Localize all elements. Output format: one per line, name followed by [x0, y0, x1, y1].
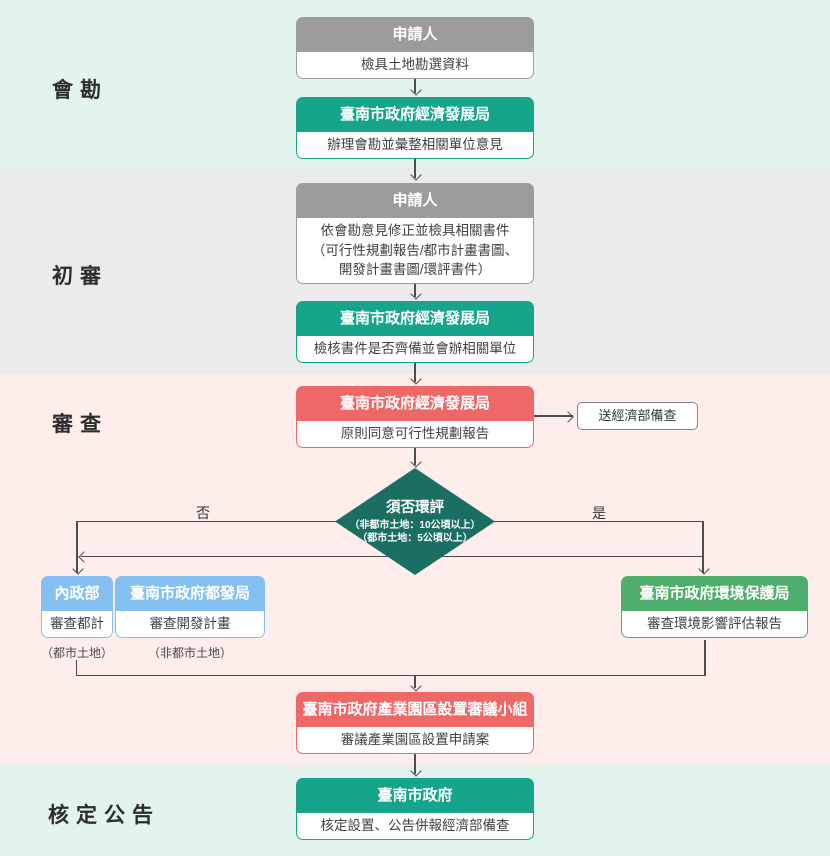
box-body: 辦理會勘並彙整相關單位意見	[296, 132, 534, 159]
flow-box-urban-dev: 臺南市政府都發局 審查開發計畫	[115, 576, 265, 638]
box-body: 原則同意可行性規劃報告	[296, 421, 534, 448]
box-header: 臺南市政府經濟發展局	[296, 301, 534, 336]
section-label-survey: 會勘	[52, 79, 108, 102]
connector-line	[75, 660, 77, 676]
box-body: 審查環境影響評估報告	[621, 611, 808, 638]
connector-line	[414, 79, 416, 93]
decision-title: 須否環評	[386, 499, 444, 516]
flow-box-econ-dev-survey: 臺南市政府經濟發展局 辦理會勘並彙整相關單位意見	[296, 97, 534, 159]
box-body: 依會勘意見修正並檢具相關書件 （可行性規劃報告/都市計畫書圖、 開發計畫書圖/環…	[296, 218, 534, 284]
connector-line	[414, 676, 416, 688]
box-header: 申請人	[296, 183, 534, 218]
section-label-approval: 核定公告	[48, 804, 160, 827]
box-body: 審查開發計畫	[115, 611, 265, 638]
connector-line	[702, 520, 704, 573]
caption-non-urban-land: （非都市土地）	[147, 646, 232, 660]
connector-line	[414, 159, 416, 178]
flow-box-city-gov: 臺南市政府 核定設置、公告併報經濟部備查	[296, 778, 534, 840]
connector-line	[75, 674, 706, 676]
box-body-line: 開發計畫書圖/環評書件）	[338, 262, 492, 277]
flow-box-applicant-preliminary: 申請人 依會勘意見修正並檢具相關書件 （可行性規劃報告/都市計畫書圖、 開發計畫…	[296, 183, 534, 284]
flow-box-applicant-survey: 申請人 檢具土地勘選資料	[296, 17, 534, 79]
flow-box-moi: 內政部 審查都計	[41, 576, 113, 638]
box-body: 審議產業園區設置申請案	[296, 727, 534, 754]
connector-line-yes-branch	[493, 520, 703, 522]
connector-line	[76, 520, 78, 573]
note-box-moea-filing: 送經濟部備查	[577, 402, 698, 430]
connector-line	[414, 363, 416, 382]
box-header: 申請人	[296, 17, 534, 52]
connector-line	[414, 448, 416, 465]
box-header: 臺南市政府環境保護局	[621, 576, 808, 611]
box-header: 臺南市政府	[296, 778, 534, 813]
section-label-preliminary: 初審	[52, 265, 108, 288]
connector-line-no-branch	[77, 520, 337, 522]
flow-box-econ-dev-review: 臺南市政府經濟發展局 原則同意可行性規劃報告	[296, 386, 534, 448]
flow-box-econ-dev-preliminary: 臺南市政府經濟發展局 檢核書件是否齊備並會辦相關單位	[296, 301, 534, 363]
box-body: 審查都計	[41, 611, 113, 638]
branch-label-no: 否	[196, 505, 210, 521]
box-body-line: （可行性規劃報告/都市計畫書圖、	[311, 242, 519, 258]
decision-condition: （非都市土地：10公頃以上）	[349, 519, 481, 531]
flow-box-review-committee: 臺南市政府產業園區設置審議小組 審議產業園區設置申請案	[296, 692, 534, 754]
decision-condition: （都市土地：5公頃以上）	[357, 532, 473, 544]
box-header: 臺南市政府產業園區設置審議小組	[296, 692, 534, 727]
box-header: 臺南市政府都發局	[115, 576, 265, 611]
connector-line	[704, 640, 706, 676]
branch-label-yes: 是	[592, 505, 606, 521]
caption-urban-land: （都市土地）	[40, 646, 113, 660]
connector-line	[534, 415, 573, 417]
section-label-review: 審查	[52, 413, 108, 436]
box-body: 檢具土地勘選資料	[296, 52, 534, 79]
box-header: 臺南市政府經濟發展局	[296, 97, 534, 132]
box-header: 臺南市政府經濟發展局	[296, 386, 534, 421]
box-body-line: 依會勘意見修正並檢具相關書件	[320, 223, 510, 238]
box-header: 內政部	[41, 576, 113, 611]
flow-box-epa: 臺南市政府環境保護局 審查環境影響評估報告	[621, 576, 808, 638]
connector-line	[414, 754, 416, 774]
connector-line	[414, 283, 416, 297]
box-body: 核定設置、公告併報經濟部備查	[296, 813, 534, 840]
box-body: 檢核書件是否齊備並會辦相關單位	[296, 336, 534, 363]
